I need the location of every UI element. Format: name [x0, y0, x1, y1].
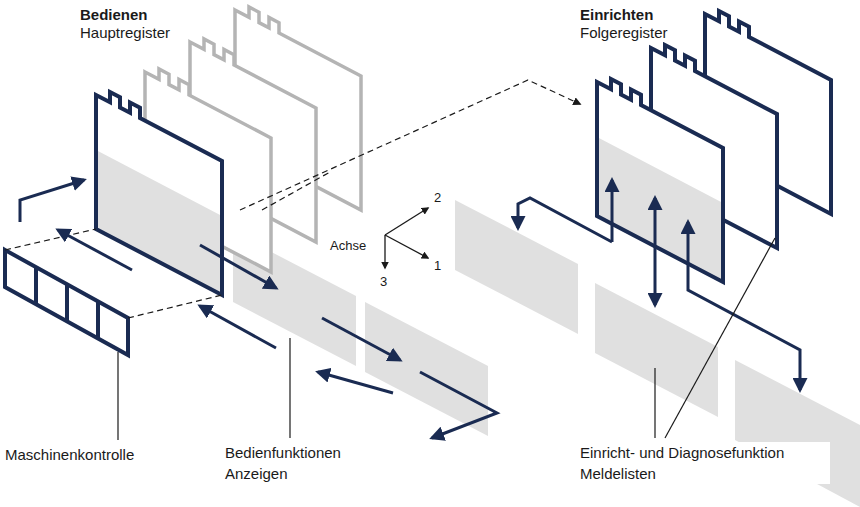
register-subheading: Hauptregister: [80, 24, 170, 42]
axis-label: 2: [434, 190, 448, 205]
flow-arrow: [20, 180, 800, 438]
machine-control: [5, 250, 128, 355]
register-subheading: Folgeregister: [580, 24, 668, 42]
axis-label: 3: [380, 274, 394, 289]
axis-cross: [385, 208, 428, 268]
register-sheet: [96, 92, 222, 295]
register-sheet: [597, 79, 723, 282]
axis-label: Achse: [330, 238, 378, 253]
register-heading: Einrichten: [580, 6, 653, 24]
axis-label: 1: [434, 258, 448, 273]
callout-label: Bedienfunktionen Anzeigen: [225, 442, 365, 484]
grey-band: [365, 302, 488, 436]
register-stack: EinrichtenFolgeregister: [580, 6, 730, 286]
callout-label: Maschinenkontrolle: [5, 444, 165, 465]
grey-band: [735, 360, 860, 507]
callout-label: Einricht- und Diagnosefunktion Meldelist…: [580, 442, 830, 484]
dashed-connector: [240, 80, 580, 210]
register-stack: BedienenHauptregister: [80, 6, 240, 296]
register-heading: Bedienen: [80, 6, 148, 24]
leader-line: [118, 238, 775, 440]
guide-line: [5, 172, 330, 318]
